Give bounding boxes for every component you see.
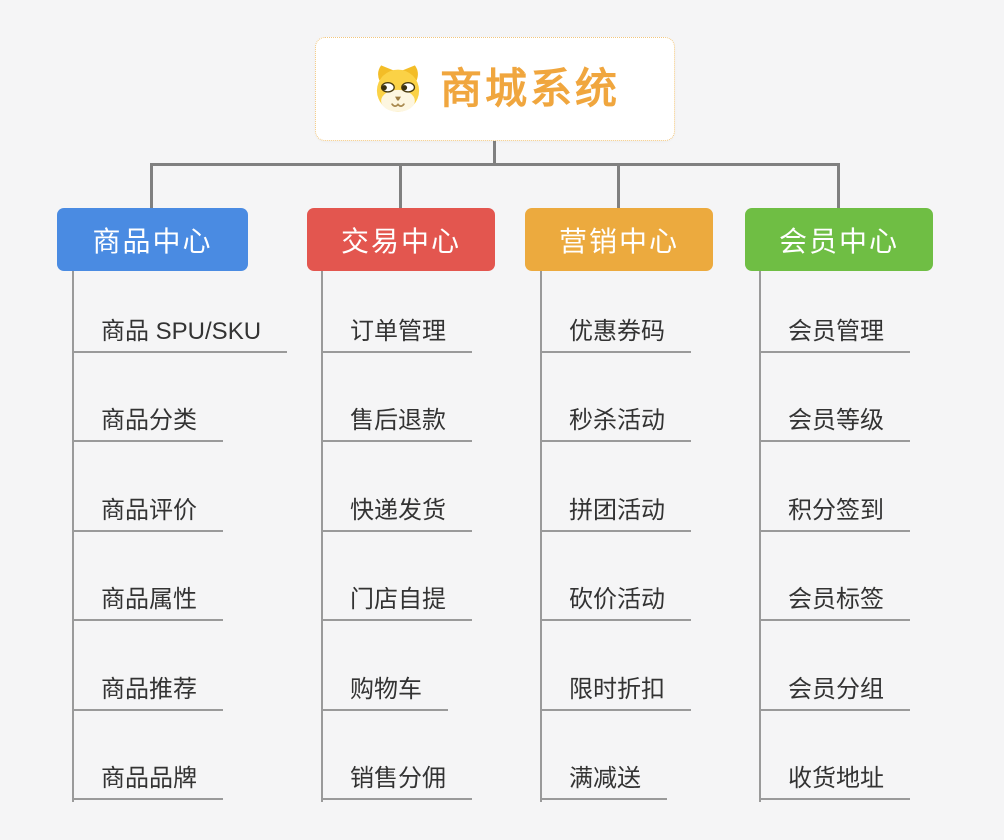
child-node[interactable]: 商品推荐 bbox=[74, 675, 223, 711]
child-label: 销售分佣 bbox=[350, 765, 446, 793]
connector-drop-1 bbox=[150, 163, 153, 209]
root-node[interactable]: 商城系统 bbox=[315, 37, 675, 141]
child-label: 优惠券码 bbox=[569, 318, 665, 346]
child-label: 商品推荐 bbox=[101, 676, 197, 704]
child-node[interactable]: 商品评价 bbox=[74, 496, 223, 532]
child-node[interactable]: 快递发货 bbox=[323, 496, 472, 532]
branch-node-marketing-center[interactable]: 营销中心 bbox=[525, 208, 713, 271]
branch-children-product-center: 商品 SPU/SKU 商品分类 商品评价 商品属性 商品推荐 商品品牌 bbox=[72, 271, 288, 802]
child-label: 售后退款 bbox=[350, 407, 446, 435]
child-node[interactable]: 积分签到 bbox=[761, 496, 910, 532]
branch-children-marketing-center: 优惠券码 秒杀活动 拼团活动 砍价活动 限时折扣 满减送 bbox=[540, 271, 691, 802]
child-node[interactable]: 订单管理 bbox=[323, 317, 472, 353]
connector-drop-3 bbox=[617, 163, 620, 209]
child-label: 积分签到 bbox=[788, 497, 884, 525]
child-node[interactable]: 商品品牌 bbox=[74, 764, 223, 800]
child-node[interactable]: 商品 SPU/SKU bbox=[74, 317, 288, 353]
branch-children-member-center: 会员管理 会员等级 积分签到 会员标签 会员分组 收货地址 bbox=[759, 271, 910, 802]
child-node[interactable]: 售后退款 bbox=[323, 406, 472, 442]
child-node[interactable]: 收货地址 bbox=[761, 764, 910, 800]
dog-face-icon bbox=[376, 65, 420, 112]
child-label: 快递发货 bbox=[350, 497, 446, 525]
child-label: 收货地址 bbox=[788, 765, 884, 793]
child-node[interactable]: 门店自提 bbox=[323, 585, 472, 621]
connector-drop-2 bbox=[399, 163, 402, 209]
child-node[interactable]: 销售分佣 bbox=[323, 764, 472, 800]
child-node[interactable]: 满减送 bbox=[542, 764, 667, 800]
connector-bar bbox=[150, 163, 840, 166]
child-label: 限时折扣 bbox=[569, 676, 665, 704]
child-node[interactable]: 商品分类 bbox=[74, 406, 223, 442]
child-node[interactable]: 会员管理 bbox=[761, 317, 910, 353]
child-node[interactable]: 会员标签 bbox=[761, 585, 910, 621]
child-node[interactable]: 会员分组 bbox=[761, 675, 910, 711]
branch-node-product-center[interactable]: 商品中心 bbox=[57, 208, 248, 271]
child-label: 砍价活动 bbox=[569, 586, 665, 614]
child-node[interactable]: 会员等级 bbox=[761, 406, 910, 442]
child-label: 商品分类 bbox=[101, 407, 197, 435]
child-label: 会员分组 bbox=[788, 676, 884, 704]
connector-root-stub bbox=[493, 141, 496, 164]
child-label: 商品属性 bbox=[101, 586, 197, 614]
child-node[interactable]: 砍价活动 bbox=[542, 585, 691, 621]
child-label: 会员标签 bbox=[788, 586, 884, 614]
child-label: 会员管理 bbox=[788, 318, 884, 346]
branch-node-member-center[interactable]: 会员中心 bbox=[745, 208, 933, 271]
child-node[interactable]: 购物车 bbox=[323, 675, 448, 711]
child-label: 会员等级 bbox=[788, 407, 884, 435]
child-label: 商品 SPU/SKU bbox=[101, 318, 262, 346]
child-label: 购物车 bbox=[350, 676, 422, 704]
child-node[interactable]: 秒杀活动 bbox=[542, 406, 691, 442]
child-label: 商品评价 bbox=[101, 497, 197, 525]
child-node[interactable]: 限时折扣 bbox=[542, 675, 691, 711]
branch-label: 商品中心 bbox=[92, 225, 213, 257]
branch-label: 营销中心 bbox=[558, 225, 679, 257]
child-label: 秒杀活动 bbox=[569, 407, 665, 435]
child-label: 门店自提 bbox=[350, 586, 446, 614]
root-title: 商城系统 bbox=[439, 65, 620, 112]
branch-label: 会员中心 bbox=[778, 225, 899, 257]
child-node[interactable]: 优惠券码 bbox=[542, 317, 691, 353]
child-label: 商品品牌 bbox=[101, 765, 197, 793]
branch-children-trade-center: 订单管理 售后退款 快递发货 门店自提 购物车 销售分佣 bbox=[321, 271, 472, 802]
branch-node-trade-center[interactable]: 交易中心 bbox=[307, 208, 495, 271]
child-label: 拼团活动 bbox=[569, 497, 665, 525]
connector-drop-4 bbox=[837, 163, 840, 209]
child-label: 满减送 bbox=[569, 765, 641, 793]
child-node[interactable]: 商品属性 bbox=[74, 585, 223, 621]
child-node[interactable]: 拼团活动 bbox=[542, 496, 691, 532]
child-label: 订单管理 bbox=[350, 318, 446, 346]
branch-label: 交易中心 bbox=[340, 225, 461, 257]
